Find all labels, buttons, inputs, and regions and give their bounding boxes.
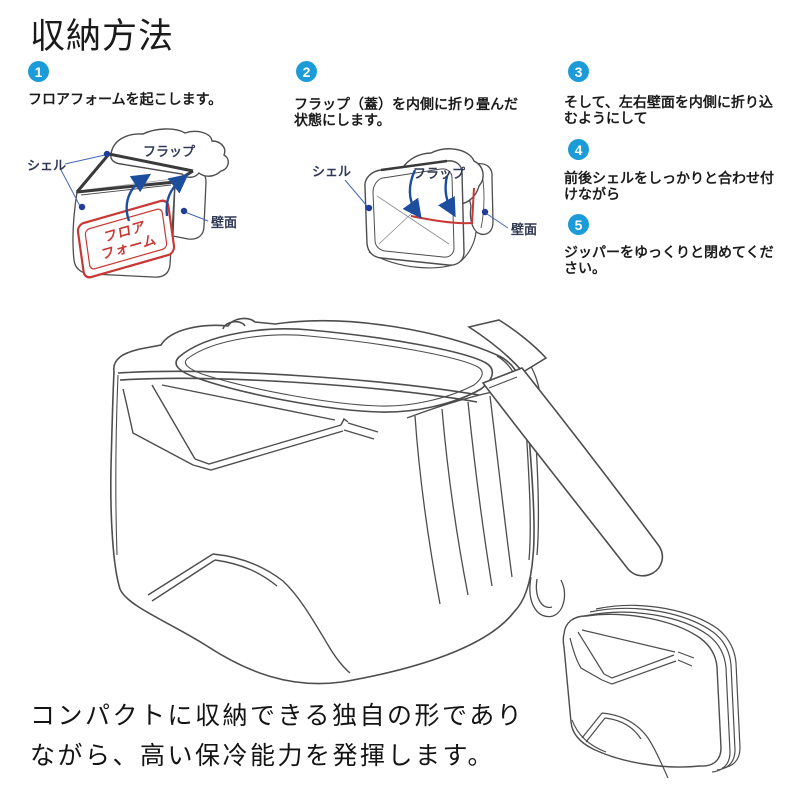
- leader-dots: [78, 150, 188, 215]
- caption-line2: ながら、高い保冷能力を発揮します。: [30, 742, 496, 770]
- step-4-text: 前後シェルをしっかりと合わせ付けながら: [564, 170, 774, 203]
- front-chevron: [122, 384, 379, 471]
- leader-dots: [365, 204, 489, 216]
- front-rim-line1: [117, 370, 480, 396]
- folded-front-panel: [562, 613, 722, 768]
- fold-up-arrows: [125, 173, 189, 222]
- step-2-badge: 2: [296, 61, 317, 82]
- caption-line1: コンパクトに収納できる独自の形であり: [30, 702, 525, 730]
- box-top-rims: [75, 152, 194, 194]
- step-1-text: フロアフォームを起こします。: [28, 91, 223, 107]
- flap-label: フラップ: [143, 144, 196, 159]
- step-5-text: ジッパーをゆっくりと閉めてください。: [564, 244, 774, 277]
- step-1-badge: 1: [28, 61, 49, 82]
- step-3-badge: 3: [568, 61, 589, 82]
- box-interior-line: [84, 178, 174, 191]
- front-rim-inner-line: [80, 184, 172, 196]
- front-lower-band: [147, 553, 351, 674]
- shell-label: シェル: [312, 164, 351, 179]
- fold-down-arrows: [402, 169, 456, 219]
- folded-chevron: [569, 629, 695, 685]
- folded-corner-line: [571, 719, 607, 753]
- flap-label: フラップ: [413, 166, 466, 181]
- shoulder-strap: [481, 367, 664, 577]
- leader-lines: [344, 179, 509, 229]
- left-edge-inner: [115, 374, 119, 556]
- page-title: 収納方法: [30, 17, 175, 56]
- strap-top-segment: [466, 319, 548, 374]
- front-frame-inner: [372, 168, 455, 258]
- illustration-step2-flap-folded: シェル フラップ 壁面: [312, 148, 537, 269]
- floor-foam: フロア フォーム: [76, 199, 176, 279]
- folded-layers: [583, 604, 741, 773]
- cooler-bag-open-drawing: [110, 317, 664, 685]
- step-4-badge: 4: [568, 139, 589, 160]
- step-3-text: そして、左右壁面を内側に折り込むようにして: [564, 94, 773, 127]
- step-5-badge: 5: [568, 214, 589, 235]
- front-rim-line2: [119, 377, 478, 403]
- folded-lower-band: [581, 712, 669, 779]
- wall-label: 壁面: [511, 222, 537, 237]
- lid-tab: [222, 320, 246, 330]
- leader-lines: [60, 154, 209, 222]
- frame-top-rim: [380, 159, 448, 172]
- strap-bottom-loop: [529, 576, 566, 618]
- strap-inner-line: [488, 376, 518, 389]
- step-2-text: フラップ（蓋）を内側に折り畳んだ状態にします。: [294, 96, 518, 129]
- bag-lid-inner: [184, 334, 483, 407]
- cooler-bag-folded-drawing: [562, 604, 741, 779]
- caption: コンパクトに収納できる独自の形であり ながら、高い保冷能力を発揮します。: [30, 696, 524, 776]
- wall-label: 壁面: [211, 215, 237, 230]
- illustration-step1-open-box: フロア フォーム シェル フラップ 壁面: [27, 128, 237, 279]
- shell-label: シェル: [27, 158, 66, 173]
